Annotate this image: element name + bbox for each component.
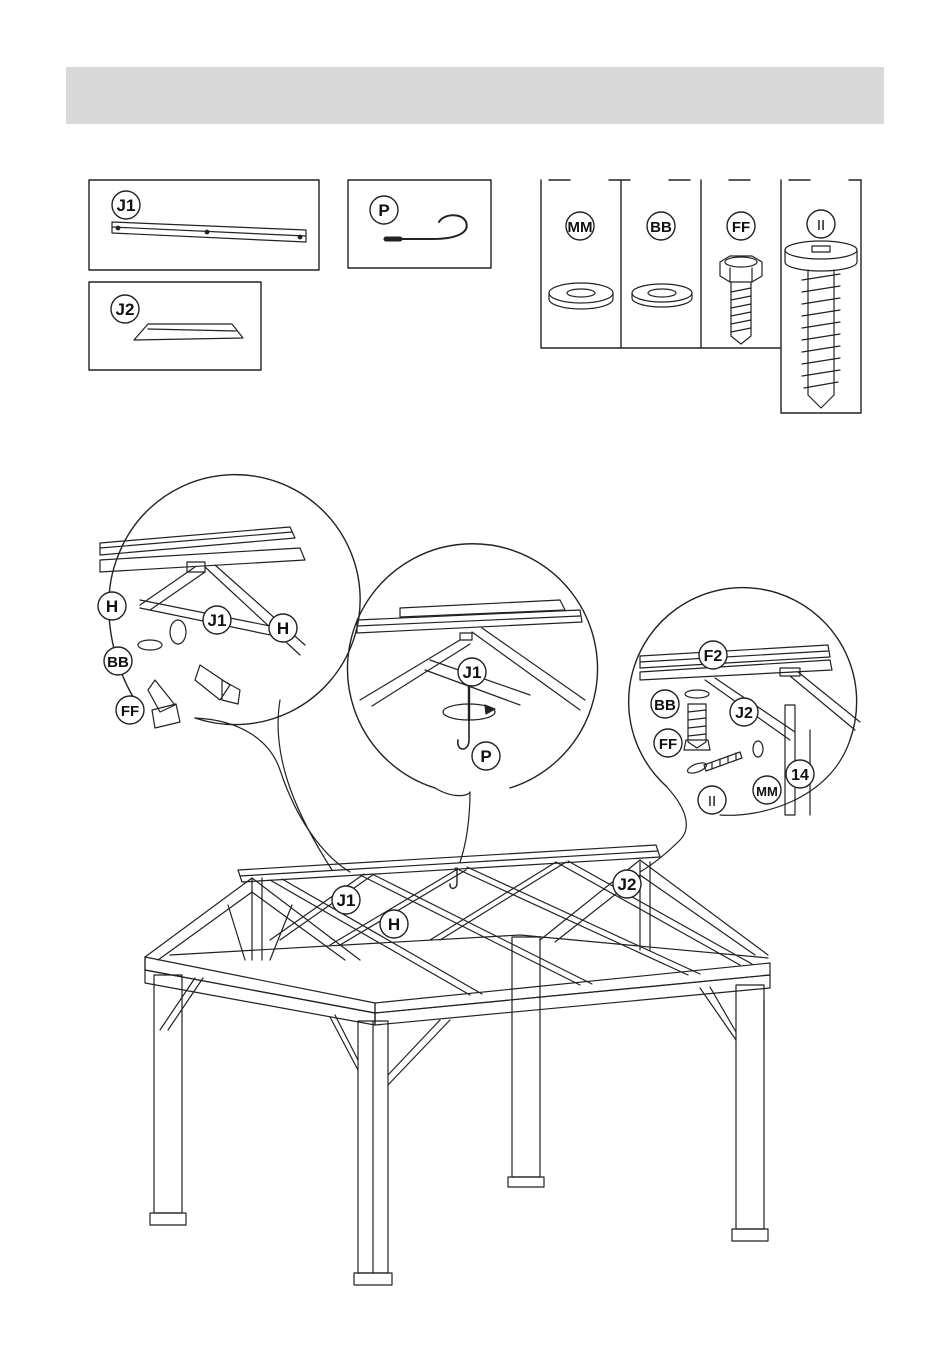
label-ii: II: [817, 217, 825, 234]
label-j2: J2: [116, 300, 135, 319]
main-label-h: H: [388, 915, 400, 934]
part-box-p: P: [348, 180, 491, 268]
detail-right: F2 BB J2 FF 14 II MM: [629, 588, 860, 872]
right-label-14: 14: [791, 767, 809, 784]
mid-label-p: P: [480, 747, 491, 766]
main-label-j2: J2: [618, 875, 637, 894]
label-bb: BB: [650, 219, 672, 236]
right-label-j2: J2: [735, 705, 753, 722]
mid-label-j1: J1: [463, 663, 482, 682]
detail-left: H J1 H BB FF: [98, 475, 360, 872]
part-box-j2: J2: [89, 282, 261, 370]
gazebo-main: [145, 845, 770, 1285]
hardware-bb: BB: [632, 212, 692, 307]
right-label-mm: MM: [756, 784, 778, 799]
left-label-h1: H: [106, 597, 118, 616]
main-label-j1: J1: [337, 891, 356, 910]
label-mm: MM: [568, 219, 593, 236]
part-box-j1: J1: [89, 180, 319, 270]
detail-middle: J1 P: [348, 544, 598, 862]
main-callouts: J1 H J2: [332, 870, 641, 938]
left-label-h2: H: [277, 619, 289, 638]
right-label-bb: BB: [654, 697, 676, 714]
left-label-ff: FF: [121, 703, 139, 720]
right-label-ff: FF: [659, 736, 677, 753]
left-label-j1: J1: [208, 611, 227, 630]
left-label-bb: BB: [107, 654, 129, 671]
label-ff: FF: [732, 219, 750, 236]
hardware-mm: MM: [549, 212, 613, 309]
label-j1: J1: [117, 196, 136, 215]
right-label-f2: F2: [704, 648, 723, 665]
hardware-ii: II: [785, 210, 857, 408]
label-p: P: [378, 201, 389, 220]
right-label-ii: II: [708, 793, 716, 810]
hardware-ff: FF: [720, 212, 762, 344]
